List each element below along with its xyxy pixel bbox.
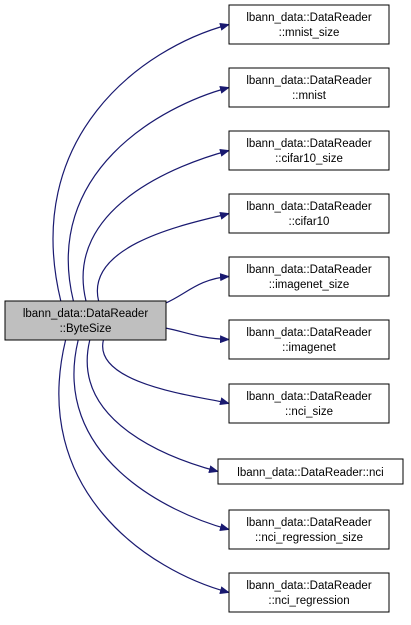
callee-node-line1: lbann_data::DataReader	[246, 517, 371, 529]
callee-node-line2: ::nci_regression_size	[255, 532, 363, 544]
callee-node-8[interactable]: lbann_data::DataReader::nci	[217, 458, 404, 485]
callee-node-box	[228, 509, 390, 550]
callee-node-line2: ::imagenet	[282, 342, 337, 354]
root-node-line1: lbann_data::DataReader	[23, 308, 148, 320]
callee-node-3[interactable]: lbann_data::DataReader::cifar10_size	[228, 130, 390, 171]
callee-node-box	[228, 193, 390, 234]
callee-node-7[interactable]: lbann_data::DataReader::nci_size	[228, 383, 390, 424]
callee-node-1[interactable]: lbann_data::DataReader::mnist_size	[228, 4, 390, 45]
call-edge-3	[82, 148, 230, 302]
callee-node-box	[228, 67, 390, 108]
callee-node-box	[228, 256, 390, 297]
callee-node-box	[228, 130, 390, 171]
callee-node-box	[228, 4, 390, 45]
callee-node-4[interactable]: lbann_data::DataReader::cifar10	[228, 193, 390, 234]
callee-node-line1: lbann_data::DataReader	[246, 580, 371, 592]
call-edge-6	[165, 327, 230, 344]
callee-node-line1: lbann_data::DataReader	[246, 138, 371, 150]
callee-node-line1: lbann_data::DataReader	[246, 391, 371, 403]
call-edge-5	[165, 273, 230, 304]
callee-node-line2: ::mnist_size	[279, 27, 340, 39]
call-edge-7	[102, 339, 230, 406]
callee-node-6[interactable]: lbann_data::DataReader::imagenet	[228, 319, 390, 360]
callee-node-line2: ::mnist	[292, 90, 327, 102]
root-node-bytesize[interactable]: lbann_data::DataReader ::ByteSize	[4, 300, 167, 341]
callee-node-line2: ::cifar10	[289, 216, 330, 228]
callee-node-line2: ::nci_regression	[268, 595, 349, 607]
callee-node-line2: ::nci_size	[285, 406, 333, 418]
call-edges	[52, 22, 230, 595]
callee-node-5[interactable]: lbann_data::DataReader::imagenet_size	[228, 256, 390, 297]
call-edge-4	[96, 211, 230, 302]
callee-node-line2: ::cifar10_size	[275, 153, 343, 165]
callee-node-line1: lbann_data::DataReader	[246, 75, 371, 87]
callee-node-line1: lbann_data::DataReader::nci	[237, 467, 383, 479]
call-edge-1	[52, 22, 230, 302]
callee-node-line1: lbann_data::DataReader	[246, 264, 371, 276]
callee-node-line1: lbann_data::DataReader	[246, 12, 371, 24]
call-edge-2	[67, 85, 230, 302]
callee-node-line1: lbann_data::DataReader	[246, 327, 371, 339]
call-edge-10	[58, 339, 230, 595]
root-node-line2: ::ByteSize	[60, 323, 112, 335]
call-edge-8	[86, 339, 219, 474]
callee-node-10[interactable]: lbann_data::DataReader::nci_regression	[228, 572, 390, 613]
callee-node-line1: lbann_data::DataReader	[246, 201, 371, 213]
callee-node-box	[217, 458, 404, 485]
callee-node-box	[228, 319, 390, 360]
callee-node-box	[228, 572, 390, 613]
callee-node-box	[228, 383, 390, 424]
callee-node-line2: ::imagenet_size	[269, 279, 350, 291]
callee-nodes: lbann_data::DataReader::mnist_sizelbann_…	[217, 4, 404, 613]
callee-node-2[interactable]: lbann_data::DataReader::mnist	[228, 67, 390, 108]
call-edge-9	[73, 339, 230, 532]
root-node-box	[4, 300, 167, 341]
callee-node-9[interactable]: lbann_data::DataReader::nci_regression_s…	[228, 509, 390, 550]
